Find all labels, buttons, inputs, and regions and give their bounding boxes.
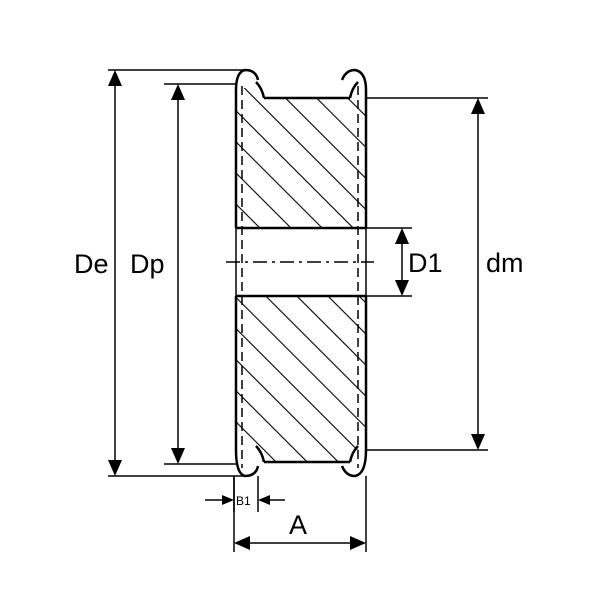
hidden-lines <box>241 86 359 468</box>
bore <box>226 226 374 298</box>
dimension-Dp <box>164 83 236 465</box>
dimension-D1 <box>366 227 412 297</box>
label-B1: B1 <box>236 494 251 508</box>
top-teeth <box>234 68 368 91</box>
label-A: A <box>289 510 307 540</box>
dimension-A <box>233 476 367 552</box>
label-Dp: Dp <box>130 249 165 279</box>
hub-upper-section <box>234 81 368 228</box>
label-dm: dm <box>486 248 524 278</box>
label-D1: D1 <box>408 248 443 278</box>
dimension-De <box>108 69 250 477</box>
label-De: De <box>74 249 109 279</box>
hub-lower-section <box>234 296 368 464</box>
dimension-dm <box>366 97 488 451</box>
